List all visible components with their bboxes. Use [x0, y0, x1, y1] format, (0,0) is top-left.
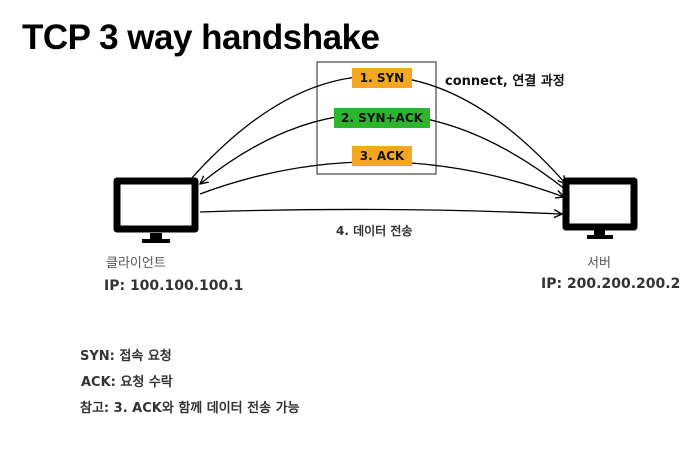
ack-label: 3. ACK [352, 146, 412, 166]
client-name: 클라이언트 [106, 256, 166, 271]
server-name: 서버 [587, 256, 611, 271]
data-transfer-arrow [199, 208, 562, 214]
note-reference: 참고: 3. ACK와 함께 데이터 전송 가능 [80, 401, 300, 416]
monitor-icon [113, 177, 199, 243]
data-transfer-label: 4. 데이터 전송 [336, 224, 413, 238]
handshake-box [316, 61, 437, 175]
synack-label: 2. SYN+ACK [334, 108, 430, 128]
syn-label: 1. SYN [352, 68, 412, 88]
note-syn: SYN: 접속 요청 [80, 349, 172, 364]
monitor-icon [562, 177, 638, 239]
client-ip: IP: 100.100.100.1 [104, 278, 244, 294]
note-ack: ACK: 요청 수락 [81, 375, 173, 390]
page-title: TCP 3 way handshake [22, 18, 380, 57]
ack-arrow [199, 161, 564, 197]
connect-caption: connect, 연결 과정 [445, 74, 565, 89]
syn-arrow [189, 75, 566, 184]
server-ip: IP: 200.200.200.2 [541, 276, 681, 292]
notes: SYN: 접속 요청 ACK: 요청 수락 참고: 3. ACK와 함께 데이터… [80, 344, 300, 422]
